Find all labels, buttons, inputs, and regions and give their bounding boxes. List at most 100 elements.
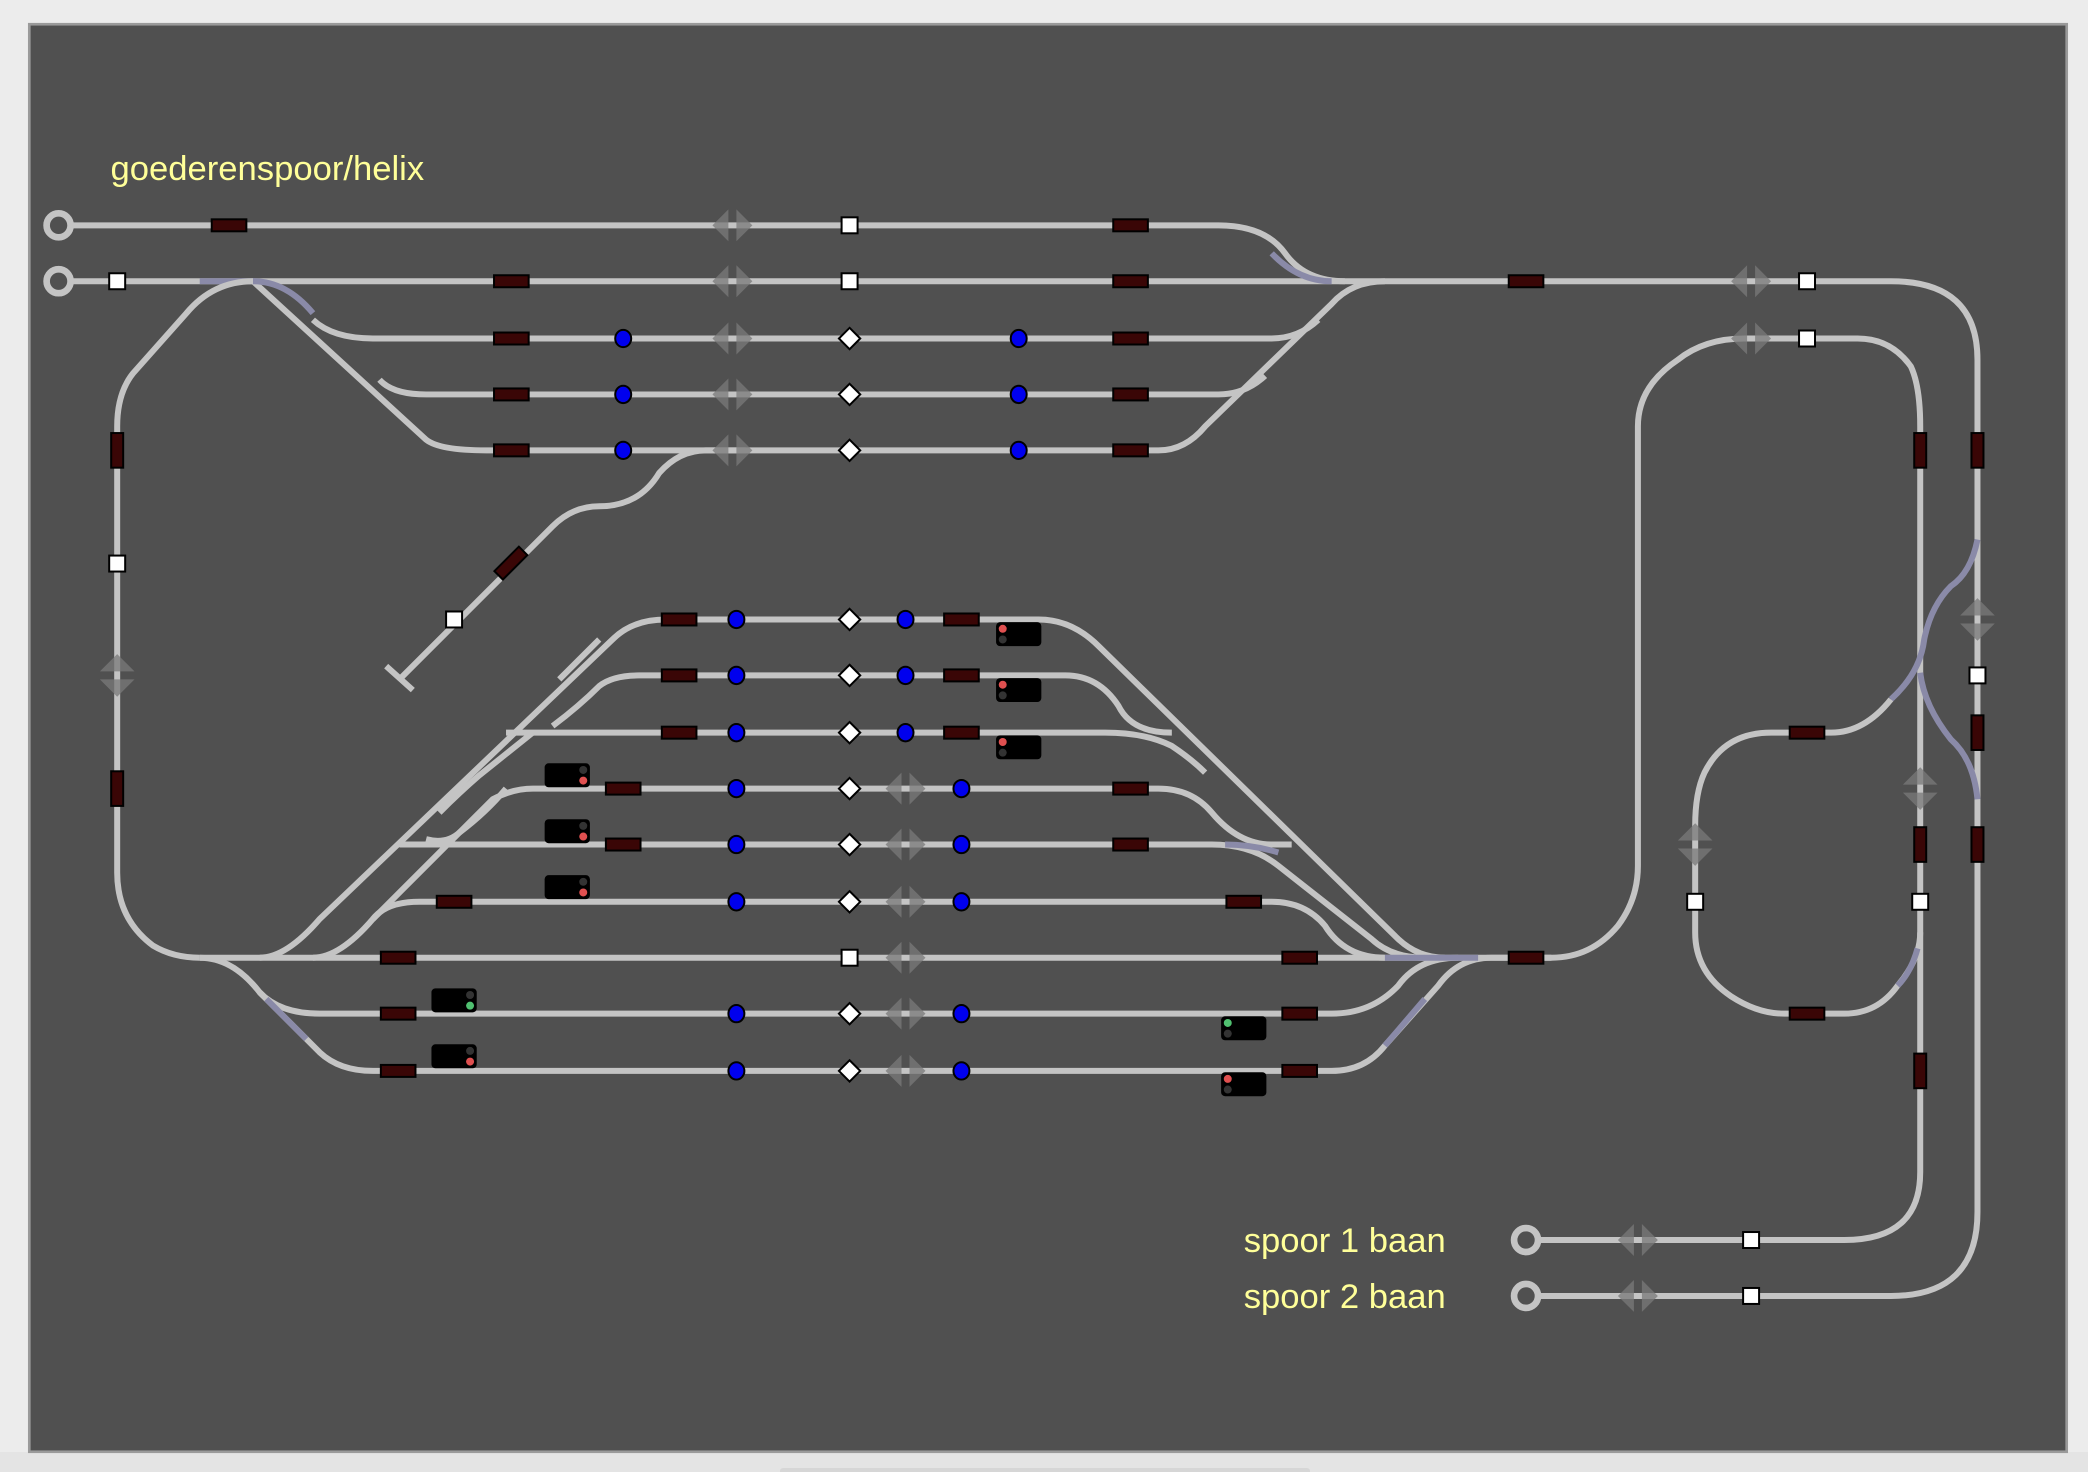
switch-square-icon[interactable] bbox=[1968, 666, 1987, 685]
signal-icon[interactable] bbox=[544, 819, 590, 844]
signal-icon[interactable] bbox=[996, 735, 1042, 760]
block-icon[interactable] bbox=[379, 1006, 417, 1021]
sensor-icon[interactable] bbox=[727, 892, 746, 912]
block-icon[interactable] bbox=[1970, 714, 1985, 751]
direction-arrow-icon[interactable] bbox=[1617, 1224, 1658, 1257]
signal-icon[interactable] bbox=[996, 622, 1042, 647]
direction-arrow-icon[interactable] bbox=[712, 209, 753, 242]
block-icon[interactable] bbox=[1970, 432, 1985, 469]
block-icon[interactable] bbox=[1507, 274, 1545, 289]
sensor-icon[interactable] bbox=[727, 609, 746, 630]
direction-arrow-icon[interactable] bbox=[1677, 823, 1713, 866]
direction-arrow-icon[interactable] bbox=[885, 885, 926, 918]
direction-arrow-icon[interactable] bbox=[712, 265, 753, 298]
switch-square-icon[interactable] bbox=[840, 216, 859, 235]
switch-square-icon[interactable] bbox=[1798, 329, 1817, 348]
signal-icon[interactable] bbox=[431, 988, 477, 1013]
sensor-icon[interactable] bbox=[614, 328, 633, 349]
block-icon[interactable] bbox=[1788, 725, 1826, 740]
block-icon[interactable] bbox=[1225, 894, 1263, 909]
switch-square-icon[interactable] bbox=[445, 610, 464, 629]
block-icon[interactable] bbox=[1112, 274, 1149, 289]
switch-diamond-icon[interactable] bbox=[837, 832, 862, 857]
switch-diamond-icon[interactable] bbox=[837, 1001, 862, 1026]
track-end-circle-icon[interactable] bbox=[1510, 1224, 1542, 1256]
direction-arrow-icon[interactable] bbox=[885, 772, 926, 805]
switch-square-icon[interactable] bbox=[840, 272, 859, 291]
block-icon[interactable] bbox=[493, 274, 530, 289]
block-icon[interactable] bbox=[435, 894, 473, 909]
sensor-icon[interactable] bbox=[614, 440, 633, 461]
block-icon[interactable] bbox=[660, 725, 698, 740]
block-icon[interactable] bbox=[1112, 443, 1149, 458]
block-icon[interactable] bbox=[1913, 432, 1928, 469]
switch-square-icon[interactable] bbox=[108, 554, 127, 573]
direction-arrow-icon[interactable] bbox=[885, 1054, 926, 1087]
layout-canvas[interactable] bbox=[27, 22, 2069, 1454]
block-icon[interactable] bbox=[379, 950, 417, 965]
direction-arrow-icon[interactable] bbox=[99, 654, 135, 697]
block-icon[interactable] bbox=[943, 668, 980, 683]
block-icon[interactable] bbox=[1281, 1063, 1318, 1078]
switch-diamond-icon[interactable] bbox=[837, 663, 862, 688]
sensor-icon[interactable] bbox=[896, 609, 915, 630]
track-end-circle-icon[interactable] bbox=[43, 210, 74, 241]
sensor-icon[interactable] bbox=[952, 1061, 971, 1081]
block-icon[interactable] bbox=[493, 331, 530, 346]
signal-icon[interactable] bbox=[996, 678, 1042, 703]
switch-square-icon[interactable] bbox=[1742, 1231, 1761, 1250]
sensor-icon[interactable] bbox=[727, 834, 746, 855]
sensor-icon[interactable] bbox=[727, 778, 746, 799]
switch-square-icon[interactable] bbox=[1911, 892, 1930, 911]
sensor-icon[interactable] bbox=[1009, 384, 1028, 405]
block-icon[interactable] bbox=[1112, 837, 1149, 852]
track-end-circle-icon[interactable] bbox=[43, 265, 74, 297]
direction-arrow-icon[interactable] bbox=[1617, 1279, 1658, 1312]
sensor-icon[interactable] bbox=[1009, 328, 1028, 349]
sensor-icon[interactable] bbox=[727, 1003, 746, 1024]
sensor-icon[interactable] bbox=[727, 665, 746, 686]
sensor-icon[interactable] bbox=[952, 778, 971, 799]
sensor-icon[interactable] bbox=[952, 892, 971, 912]
block-icon[interactable] bbox=[1913, 826, 1928, 863]
block-icon[interactable] bbox=[379, 1063, 417, 1078]
block-icon[interactable] bbox=[1112, 781, 1149, 796]
switch-square-icon[interactable] bbox=[108, 272, 127, 291]
signal-icon[interactable] bbox=[431, 1044, 477, 1069]
direction-arrow-icon[interactable] bbox=[1731, 322, 1772, 355]
direction-arrow-icon[interactable] bbox=[885, 941, 926, 974]
block-icon[interactable] bbox=[943, 725, 980, 740]
signal-icon[interactable] bbox=[1221, 1016, 1267, 1041]
block-icon[interactable] bbox=[660, 668, 698, 683]
block-icon[interactable] bbox=[1281, 950, 1318, 965]
block-icon[interactable] bbox=[1788, 1006, 1826, 1021]
block-icon[interactable] bbox=[1507, 950, 1545, 965]
switch-square-icon[interactable] bbox=[840, 948, 859, 967]
sensor-icon[interactable] bbox=[614, 384, 633, 405]
direction-arrow-icon[interactable] bbox=[885, 828, 926, 861]
sensor-icon[interactable] bbox=[896, 665, 915, 686]
block-icon[interactable] bbox=[493, 387, 530, 402]
sensor-icon[interactable] bbox=[952, 1003, 971, 1024]
direction-arrow-icon[interactable] bbox=[885, 997, 926, 1030]
sensor-icon[interactable] bbox=[727, 723, 746, 743]
block-icon[interactable] bbox=[210, 218, 248, 233]
block-icon[interactable] bbox=[1970, 826, 1985, 863]
block-icon[interactable] bbox=[660, 612, 698, 627]
direction-arrow-icon[interactable] bbox=[712, 434, 753, 467]
switch-diamond-icon[interactable] bbox=[837, 776, 862, 801]
switch-square-icon[interactable] bbox=[1686, 892, 1705, 911]
switch-square-icon[interactable] bbox=[1742, 1286, 1761, 1305]
switch-diamond-icon[interactable] bbox=[837, 607, 862, 632]
direction-arrow-icon[interactable] bbox=[1731, 265, 1772, 298]
block-icon[interactable] bbox=[604, 837, 642, 852]
switch-diamond-icon[interactable] bbox=[837, 382, 862, 407]
switch-diamond-icon[interactable] bbox=[837, 720, 862, 745]
direction-arrow-icon[interactable] bbox=[1960, 598, 1995, 641]
sensor-icon[interactable] bbox=[1009, 440, 1028, 461]
signal-icon[interactable] bbox=[544, 763, 590, 788]
block-icon[interactable] bbox=[1112, 218, 1149, 233]
switch-diamond-icon[interactable] bbox=[837, 889, 862, 914]
block-icon[interactable] bbox=[1913, 1052, 1928, 1090]
